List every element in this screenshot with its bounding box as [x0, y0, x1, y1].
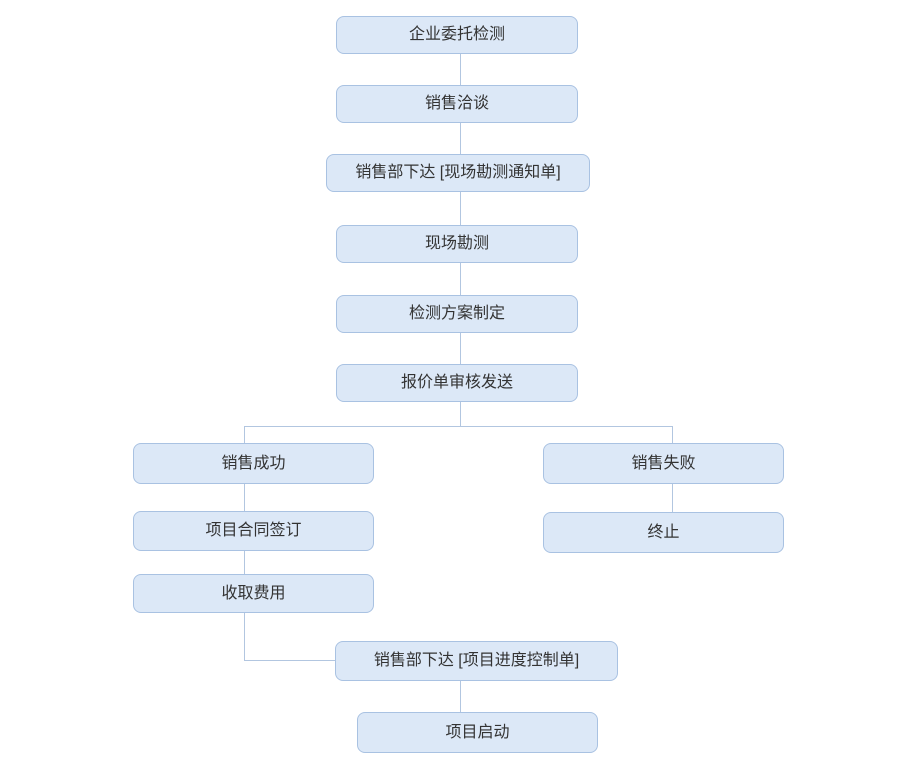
node-plan-label: 检测方案制定	[408, 305, 505, 322]
node-sales-fail: 销售失败	[543, 443, 784, 484]
node-contract: 项目合同签订	[133, 511, 374, 551]
connector-entrust-negotiation	[460, 54, 461, 85]
node-sales-success-label: 销售成功	[221, 454, 286, 472]
node-plan: 检测方案制定	[336, 295, 578, 333]
connector-fail-terminate	[672, 483, 673, 512]
node-collect-fee-label: 收取费用	[221, 584, 286, 602]
node-progress-control: 销售部下达 [项目进度控制单]	[335, 641, 618, 681]
connector-sitesurvey-plan	[460, 263, 461, 295]
node-entrust-label: 企业委托检测	[408, 26, 505, 43]
node-project-start: 项目启动	[357, 712, 598, 753]
connector-quotation-branch	[460, 402, 461, 426]
node-progress-control-label: 销售部下达 [项目进度控制单]	[373, 652, 580, 669]
node-entrust: 企业委托检测	[336, 16, 578, 54]
connector-elbow-progresscontrol	[244, 660, 335, 661]
connector-branch-success	[244, 426, 245, 443]
connector-contract-collectfee	[244, 551, 245, 574]
node-quotation-label: 报价单审核发送	[400, 374, 513, 391]
connector-success-contract	[244, 484, 245, 511]
connector-branch-bar	[244, 426, 673, 427]
connector-progresscontrol-start	[460, 681, 461, 712]
connector-plan-quotation	[460, 333, 461, 364]
node-negotiation: 销售洽谈	[336, 85, 578, 123]
node-quotation: 报价单审核发送	[336, 364, 578, 402]
node-survey-notice: 销售部下达 [现场勘测通知单]	[326, 154, 590, 192]
node-sales-success: 销售成功	[133, 443, 374, 484]
node-site-survey: 现场勘测	[336, 225, 578, 263]
node-terminate: 终止	[543, 512, 784, 553]
node-collect-fee: 收取费用	[133, 574, 374, 613]
node-project-start-label: 项目启动	[445, 723, 510, 741]
node-terminate-label: 终止	[647, 523, 680, 541]
node-sales-fail-label: 销售失败	[631, 454, 696, 472]
node-survey-notice-label: 销售部下达 [现场勘测通知单]	[355, 164, 561, 181]
connector-surveynotice-sitesurvey	[460, 192, 461, 225]
node-negotiation-label: 销售洽谈	[424, 95, 489, 112]
connector-branch-fail	[672, 426, 673, 443]
node-site-survey-label: 现场勘测	[424, 235, 489, 252]
connector-negotiation-surveynotice	[460, 123, 461, 154]
connector-collectfee-elbow	[244, 613, 245, 660]
node-contract-label: 项目合同签订	[205, 522, 302, 539]
